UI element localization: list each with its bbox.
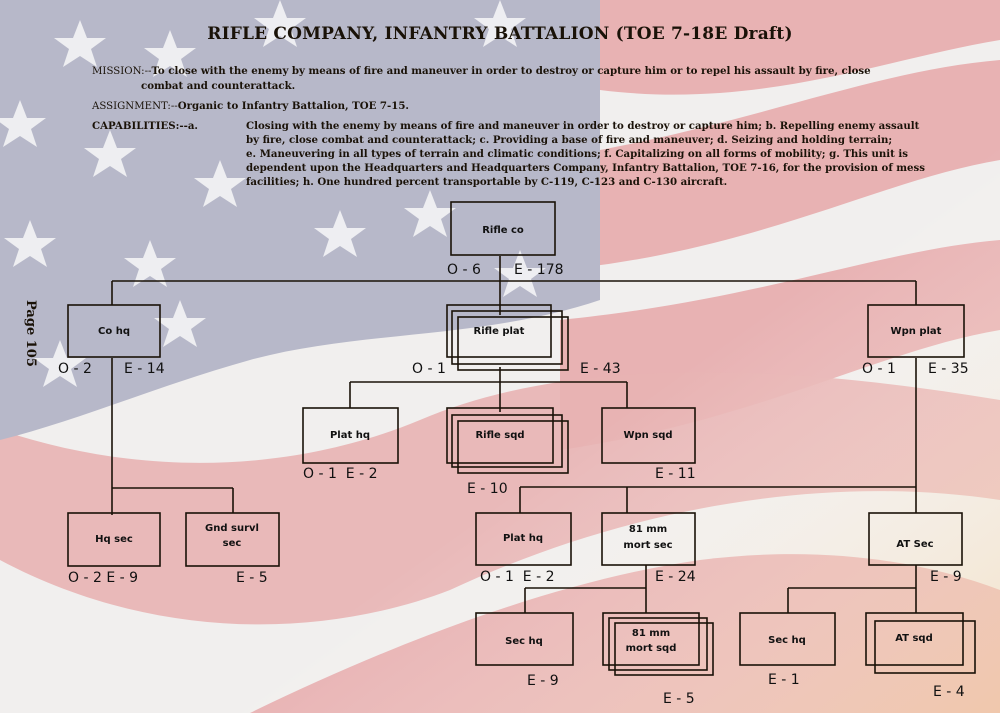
- unit-name-hq-sec: Hq sec: [95, 534, 133, 545]
- box-gnd-survl-sec: [185, 512, 280, 567]
- strength-officers-wpn-plat: O - 1: [862, 361, 896, 377]
- strength-enlisted-sec-hq-2: E - 1: [768, 672, 800, 688]
- capabilities-line: Closing with the enemy by means of fire …: [246, 120, 920, 132]
- unit-name-rifle-sqd: Rifle sqd: [475, 430, 524, 441]
- unit-name-plat-hq-2: Plat hq: [503, 533, 543, 544]
- strength-enlisted-co-hq: E - 14: [124, 361, 165, 377]
- unit-name-mort-sqd-line1: 81 mm: [632, 628, 670, 639]
- unit-name-at-sec: AT Sec: [896, 539, 933, 550]
- box-sec-hq-2: [739, 612, 836, 666]
- capabilities-line: dependent upon the Headquarters and Head…: [246, 162, 925, 174]
- box-co-hq: [67, 304, 161, 358]
- strength-enlisted-sec-hq-1: E - 9: [527, 673, 559, 689]
- unit-name-wpn-sqd: Wpn sqd: [623, 430, 672, 441]
- strength-enlisted-rifle-plat: E - 43: [580, 361, 621, 377]
- capabilities-line: e. Maneuvering in all types of terrain a…: [246, 148, 909, 160]
- strength-enlisted-wpn-plat: E - 35: [928, 361, 969, 377]
- strength-enlisted-mort-sqd: E - 5: [663, 691, 695, 707]
- unit-boxes: [67, 201, 976, 676]
- unit-name-co-hq: Co hq: [98, 326, 130, 337]
- unit-name-rifle-plat: Rifle plat: [474, 326, 525, 337]
- unit-name-sec-hq-1: Sec hq: [505, 636, 543, 647]
- box-rifle-plat: [446, 304, 552, 358]
- strength-plat-hq-2: O - 1 E - 2: [480, 569, 554, 585]
- unit-name-rifle-co: Rifle co: [482, 225, 524, 236]
- unit-name-at-sqd: AT sqd: [895, 633, 933, 644]
- assignment-paragraph: ASSIGNMENT:--Organic to Infantry Battali…: [92, 99, 932, 114]
- mission-line-1: To close with the enemy by means of fire…: [151, 65, 871, 77]
- box-rifle-co: [450, 201, 556, 256]
- strength-enlisted-gnd-survl-sec: E - 5: [236, 570, 268, 586]
- strength-enlisted-rifle-co: E - 178: [514, 262, 564, 278]
- strength-enlisted-rifle-sqd: E - 10: [467, 481, 508, 497]
- assignment-label: ASSIGNMENT:--: [92, 101, 178, 112]
- box-plat-hq-2: [475, 512, 572, 566]
- strength-hq-sec: O - 2 E - 9: [68, 570, 138, 586]
- unit-name-wpn-plat: Wpn plat: [891, 326, 942, 337]
- strength-enlisted-wpn-sqd: E - 11: [655, 466, 696, 482]
- strength-enlisted-mort-sec: E - 24: [655, 569, 696, 585]
- box-mort-sqd: [602, 612, 700, 666]
- unit-name-mort-sqd-line2: mort sqd: [626, 643, 677, 654]
- strength-plat-hq-1: O - 1 E - 2: [303, 466, 377, 482]
- strength-officers-co-hq: O - 2: [58, 361, 92, 377]
- mission-line-2: combat and counterattack.: [141, 80, 296, 92]
- box-sec-hq-1: [475, 612, 574, 666]
- strength-enlisted-at-sqd: E - 4: [933, 684, 965, 700]
- connector-lines: [111, 256, 917, 613]
- box-plat-hq-1: [302, 407, 399, 464]
- unit-name-gnd-survl-sec-line2: sec: [223, 538, 242, 549]
- unit-name-sec-hq-2: Sec hq: [768, 635, 806, 646]
- box-rifle-sqd: [446, 407, 554, 464]
- unit-name-mort-sec-line2: mort sec: [623, 540, 672, 551]
- mission-paragraph: MISSION:--To close with the enemy by mea…: [92, 64, 932, 93]
- capabilities-line: by fire, close combat and counterattack;…: [246, 134, 893, 146]
- mission-label: MISSION:--: [92, 66, 152, 77]
- capabilities-line: facilities; h. One hundred percent trans…: [246, 176, 728, 188]
- capabilities-label: CAPABILITIES:--a.: [92, 120, 198, 132]
- capabilities-text: Closing with the enemy by means of fire …: [246, 119, 936, 189]
- box-at-sec: [868, 512, 963, 566]
- assignment-text: Organic to Infantry Battalion, TOE 7-15.: [177, 100, 409, 112]
- document-title: RIFLE COMPANY, INFANTRY BATTALION (TOE 7…: [207, 24, 793, 44]
- strength-officers-rifle-co: O - 6: [447, 262, 481, 278]
- unit-name-mort-sec-line1: 81 mm: [629, 524, 667, 535]
- strength-enlisted-at-sec: E - 9: [930, 569, 962, 585]
- box-mort-sec: [601, 512, 696, 566]
- box-wpn-plat: [867, 304, 965, 358]
- box-wpn-sqd: [601, 407, 696, 464]
- box-hq-sec: [67, 512, 161, 567]
- box-at-sqd: [865, 612, 964, 666]
- unit-name-gnd-survl-sec-line1: Gnd survl: [205, 523, 259, 534]
- unit-name-plat-hq: Plat hq: [330, 430, 370, 441]
- strength-officers-rifle-plat: O - 1: [412, 361, 446, 377]
